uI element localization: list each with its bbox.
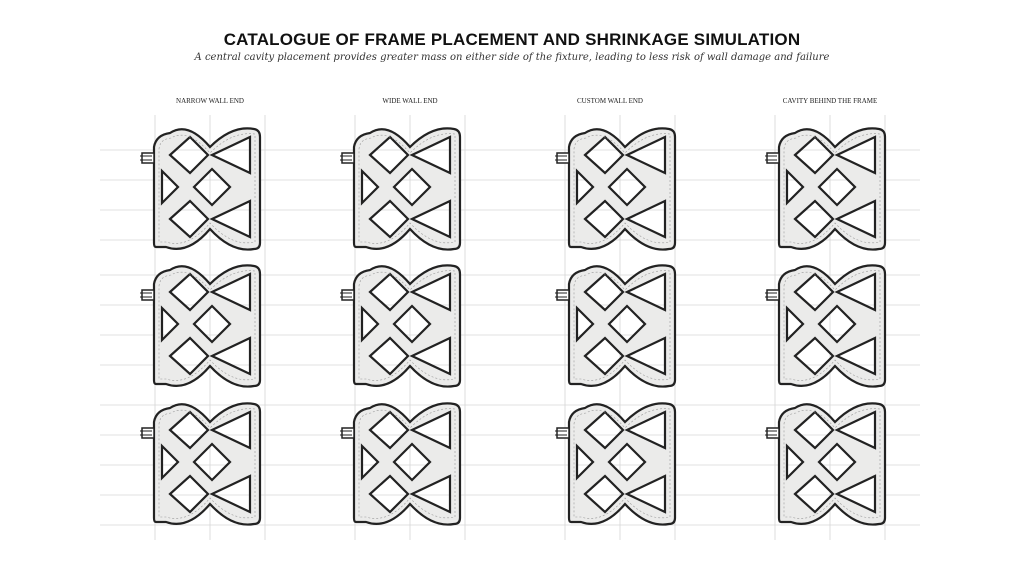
wall-unit: [140, 264, 262, 388]
wall-unit: [555, 402, 677, 526]
wall-unit: [765, 402, 887, 526]
wall-unit: [340, 264, 462, 388]
wall-unit: [340, 127, 462, 251]
column-label-cavity: CAVITY BEHIND THE FRAME: [782, 97, 878, 105]
column-label-custom: CUSTOM WALL END: [577, 97, 643, 105]
page-subtitle: A central cavity placement provides grea…: [194, 52, 830, 63]
wall-unit: [555, 264, 677, 388]
wall-unit: [765, 127, 887, 251]
wall-unit: [340, 402, 462, 526]
column-label-wide: WIDE WALL END: [382, 97, 438, 105]
wall-unit: [555, 127, 677, 251]
wall-unit: [140, 402, 262, 526]
column-label-narrow: NARROW WALL END: [176, 97, 244, 105]
wall-unit: [140, 127, 262, 251]
wall-unit: [765, 264, 887, 388]
page-title: CATALOGUE OF FRAME PLACEMENT AND SHRINKA…: [223, 30, 801, 49]
